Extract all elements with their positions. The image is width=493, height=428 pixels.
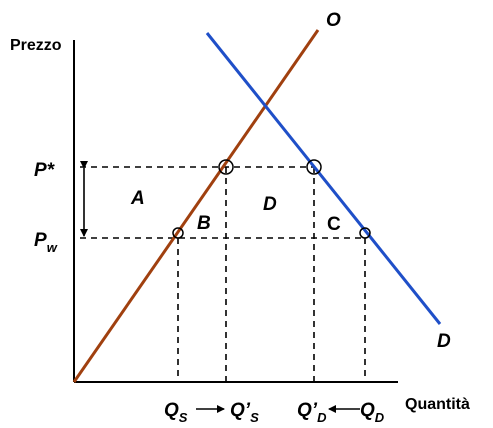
qs-label: QS (164, 400, 188, 425)
y-axis-label: Prezzo (10, 37, 62, 54)
qs-main: Q (164, 400, 179, 421)
demand-curve (205, 32, 442, 325)
demand-at-pw-marker (359, 227, 371, 239)
qd-prime-main: Q’ (297, 400, 318, 421)
demand-at-pstar-marker (306, 159, 322, 175)
qs-prime-main: Q’ (230, 400, 251, 421)
region-a-label: A (130, 188, 145, 209)
region-b-label: B (197, 213, 211, 234)
p-star-label: P* (34, 160, 56, 181)
qs-subscript: S (179, 410, 188, 425)
qd-label: QD (360, 400, 385, 425)
region-d-label: D (263, 194, 277, 215)
qd-prime-label: Q’D (297, 400, 327, 425)
supply-curve (72, 29, 320, 383)
qd-prime-subscript: D (317, 410, 327, 425)
supply-at-pstar-marker (218, 159, 234, 175)
supply-curve-label: O (326, 10, 341, 31)
region-c-label: C (327, 214, 341, 235)
qd-subscript: D (375, 410, 385, 425)
qs-prime-label: Q’S (230, 400, 259, 425)
p-w-label: Pw (34, 230, 58, 255)
p-w-main: P (34, 230, 47, 251)
demand-curve-label: D (437, 331, 451, 352)
p-w-subscript: w (47, 240, 58, 255)
qd-main: Q (360, 400, 375, 421)
x-axis-label: Quantità (405, 396, 470, 413)
supply-at-pw-marker (172, 227, 184, 239)
qs-prime-subscript: S (250, 410, 259, 425)
